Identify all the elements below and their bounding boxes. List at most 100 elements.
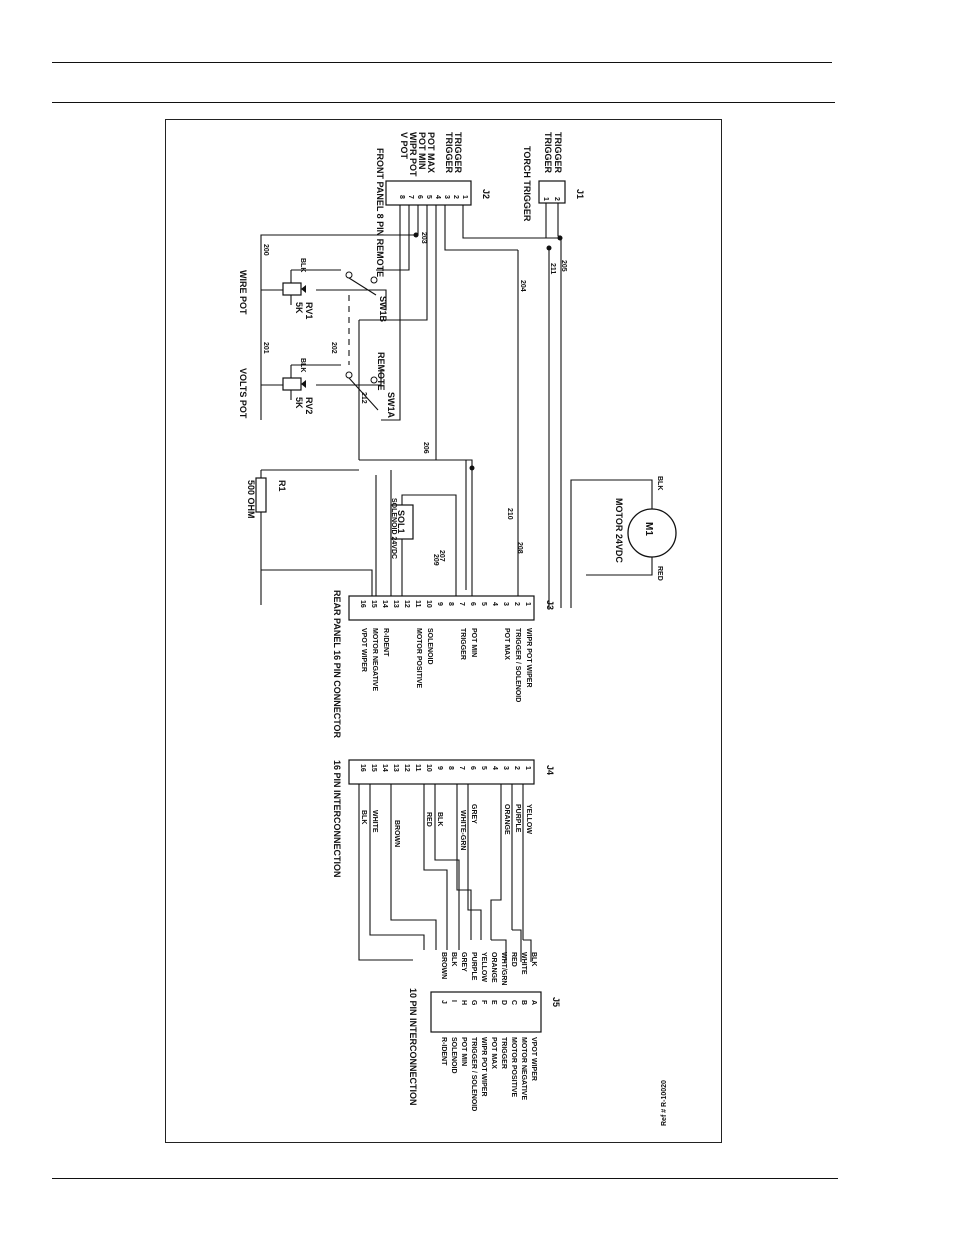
- solenoid-ref: SOL1: [396, 510, 406, 534]
- j3-pin: 16: [359, 600, 366, 608]
- j5-wire-color: BROWN: [440, 952, 447, 979]
- rv2-ref: RV2: [304, 397, 314, 414]
- j3-pin-label: SOLENOID: [426, 628, 433, 665]
- j1-pin-label: TRIGGER: [543, 132, 553, 174]
- j3-pins: 1 2 3 4 5 6 7 8 9 10 11 12 13 14 15 16: [359, 600, 531, 608]
- j5-wire-color: BLK: [530, 952, 537, 966]
- j4-wire-color: WHITE: [371, 810, 378, 833]
- j4-pin: 10: [425, 764, 432, 772]
- j4-wire-color: BLK: [360, 810, 367, 824]
- wire-number: 206: [422, 442, 429, 454]
- wire-number: 209: [432, 554, 439, 566]
- j2-pin: 8: [398, 195, 405, 199]
- r1-ref: R1: [277, 480, 287, 492]
- j3-pin-label: R-IDENT: [382, 628, 389, 657]
- j3-id: J3: [545, 600, 555, 610]
- j5-pin: J: [440, 1000, 447, 1004]
- j2-id: J2: [481, 189, 491, 199]
- j4-pin: 9: [436, 766, 443, 770]
- j2-pin: 4: [434, 195, 441, 199]
- wire-number: 212: [360, 392, 367, 404]
- j4-wire-color: BLK: [436, 812, 443, 826]
- j3-title: REAR PANEL 16 PIN CONNECTOR: [332, 590, 342, 739]
- connector-j5: J5 A B C D E F G H I J BLK WHITE RED WHT…: [408, 952, 561, 1111]
- j4-pin: 7: [458, 766, 465, 770]
- motor-wire-color: BLK: [656, 476, 663, 490]
- j5-pin: E: [490, 1000, 497, 1005]
- j3-pin: 8: [447, 602, 454, 606]
- color-code: BLK: [299, 358, 306, 372]
- j4-pin: 13: [392, 764, 399, 772]
- remote-switch-a: REMOTE SW1A: [345, 352, 396, 419]
- j5-pin: I: [450, 1000, 457, 1002]
- wire-pot: RV1 5K WIRE POT: [238, 270, 314, 319]
- j5-signal: POT MAX: [490, 1037, 497, 1069]
- j3-pin-label: MOTOR NEGATIVE: [371, 628, 378, 691]
- wire-number: 207: [438, 550, 445, 562]
- j3-pin-label: TRIGGER: [459, 628, 466, 660]
- j5-signal: POT MIN: [460, 1037, 467, 1066]
- j2-pin: 2: [452, 195, 459, 199]
- wire-number: 200: [262, 244, 269, 256]
- j5-signal: MOTOR NEGATIVE: [520, 1037, 527, 1100]
- j4-pin: 11: [414, 764, 421, 772]
- j4-wire-colors: YELLOW PURPLE ORANGE GREY WHITE-GRN BLK …: [360, 804, 532, 850]
- j4-pin: 5: [480, 766, 487, 770]
- j3-pin: 13: [392, 600, 399, 608]
- j3-pin-label: TRIGGER / SOLENOID: [514, 628, 521, 702]
- j2-title: FRONT PANEL 8 PIN REMOTE: [375, 148, 385, 277]
- j2-pin-label: TRIGGER: [444, 132, 454, 174]
- motor-wire-color: RED: [656, 566, 663, 581]
- color-code: BLK: [299, 258, 306, 272]
- j5-signal: MOTOR POSITIVE: [510, 1037, 517, 1097]
- j5-pin: A: [530, 1000, 537, 1005]
- j4-pins: 1 2 3 4 5 6 7 8 9 10 11 12 13 14 15 16: [359, 764, 531, 772]
- j5-signal: VPOT WIPER: [530, 1037, 537, 1081]
- rv1-name: WIRE POT: [238, 270, 248, 315]
- j3-pin: 11: [414, 600, 421, 608]
- j4-wire-color: BROWN: [393, 820, 400, 847]
- j3-pin: 10: [425, 600, 432, 608]
- j5-wire-color: WHT/GRN: [500, 952, 507, 985]
- j2-pin: 7: [407, 195, 414, 199]
- j3-pin: 15: [370, 600, 377, 608]
- j4-pin: 6: [469, 766, 476, 770]
- connector-j4: J4 1 2 3 4 5 6 7 8 9 10 11 12 13 14 15 1…: [332, 759, 555, 878]
- j2-pin-label: POT MIN: [417, 132, 427, 170]
- j4-pin: 12: [403, 764, 410, 772]
- j5-wire-color: RED: [510, 952, 517, 967]
- connector-j2: J2 1 2 3 4 5 6 7 8 TRIGGER TRIGGER POT M…: [375, 132, 491, 277]
- j4-pin: 14: [381, 764, 388, 772]
- j5-wire-color: YELLOW: [480, 952, 487, 982]
- j3-pin-label: POT MIN: [470, 628, 477, 657]
- j5-wire-color: GREY: [460, 952, 467, 972]
- j5-signal: TRIGGER / SOLENOID: [470, 1037, 477, 1111]
- motor-name: MOTOR 24VDC: [614, 498, 624, 563]
- r1-value: 500 OHM: [246, 480, 256, 519]
- remote-switch-b: SW1B: [345, 271, 388, 323]
- wire-number: 205: [560, 260, 567, 272]
- wire-number: 201: [262, 342, 269, 354]
- wire-numbers-top: 200 201 202 203 204 205 206 207 208 BLK …: [262, 232, 567, 562]
- j5-signal: TRIGGER: [500, 1037, 507, 1069]
- j4-wire-color: ORANGE: [503, 804, 510, 835]
- sw2-ref: SW1A: [386, 392, 396, 419]
- j2-pin-label: V POT: [399, 132, 409, 160]
- schematic-frame: J1 1 2 TRIGGER TRIGGER TORCH TRIGGER J2 …: [165, 119, 722, 1143]
- wire-number: 208: [516, 542, 523, 554]
- j2-pin: 5: [425, 195, 432, 199]
- j5-pin: C: [510, 1000, 517, 1005]
- connector-j3: J3 1 2 3 4 5 6 7 8 9 10 11 12 13 14 15 1…: [332, 590, 555, 739]
- j4-id: J4: [545, 765, 555, 775]
- j5-signal: R-IDENT: [440, 1037, 447, 1066]
- j3-pin: 9: [436, 602, 443, 606]
- j3-pin-label: WIPR POT WIPER: [525, 628, 532, 688]
- j1-title: TORCH TRIGGER: [522, 146, 532, 222]
- wire-number: 210: [506, 508, 513, 520]
- j5-wire-color: BLK: [450, 952, 457, 966]
- j5-pin: H: [460, 1000, 467, 1005]
- j3-pin: 6: [469, 602, 476, 606]
- j1-pin-label: TRIGGER: [553, 132, 563, 174]
- top-wiring: [260, 203, 563, 608]
- header-rule-bottom: [52, 102, 835, 103]
